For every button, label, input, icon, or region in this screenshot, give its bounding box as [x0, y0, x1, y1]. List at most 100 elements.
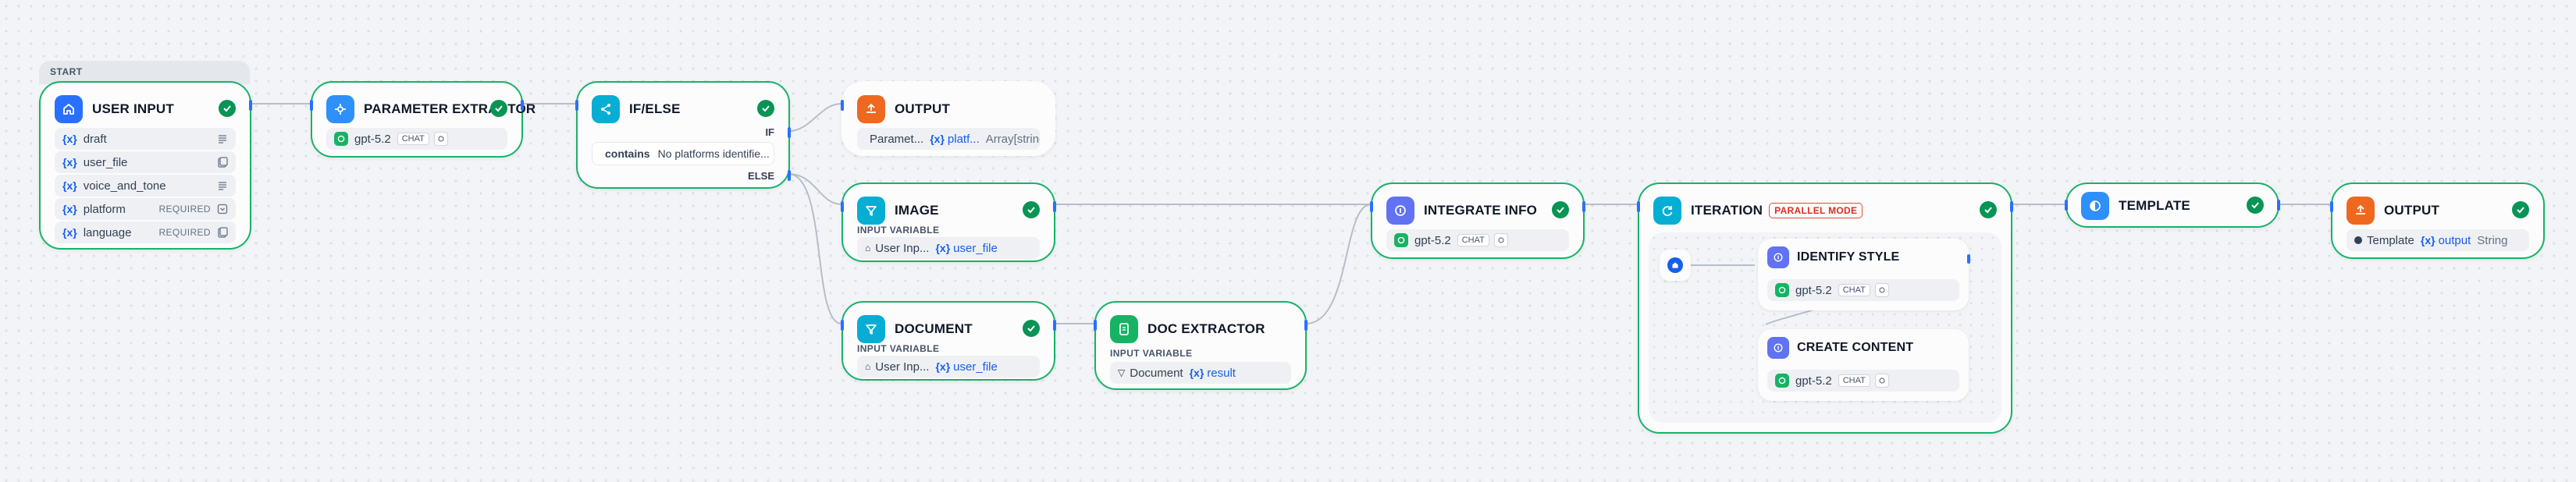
template-dot-icon [2354, 236, 2362, 244]
input-handle[interactable] [841, 100, 844, 111]
output-handle[interactable] [1053, 320, 1056, 331]
variable-marker: {x} [2420, 234, 2435, 246]
output-handle[interactable] [521, 100, 524, 111]
output-variable-row[interactable]: Template {x} output String [2347, 229, 2529, 251]
input-handle[interactable] [1094, 320, 1097, 331]
input-handle[interactable] [1370, 201, 1373, 212]
input-variable: user_file [953, 360, 998, 374]
model-row[interactable]: gpt-5.2 CHAT [326, 128, 507, 150]
output-variable: platf... [947, 132, 980, 146]
iteration-start[interactable] [1660, 250, 1691, 281]
settings-icon[interactable] [1493, 233, 1508, 247]
integrate-info-header: INTEGRATE INFO [1386, 195, 1569, 226]
success-check-icon [1980, 201, 1997, 218]
output-variable-row[interactable]: Paramet... {x} platf... Array[string] [857, 128, 1040, 150]
input-handle[interactable] [2065, 200, 2068, 211]
model-row[interactable]: gpt-5.2 CHAT [1767, 370, 1959, 392]
template-icon [2081, 192, 2109, 220]
create-content-node[interactable]: CREATE CONTENT gpt-5.2 CHAT [1758, 329, 1969, 401]
output-handle[interactable] [1967, 254, 1970, 264]
template-title: TEMPLATE [2119, 198, 2190, 213]
output-handle[interactable] [1053, 201, 1056, 212]
iteration-header: ITERATION PARALLEL MODE [1653, 195, 1997, 226]
output-handle[interactable] [2010, 201, 2013, 212]
input-handle[interactable] [310, 100, 313, 111]
edge-else-image [788, 173, 842, 205]
input-source: Document [1130, 366, 1183, 380]
input-variable-row[interactable]: ⌂ User Inp... {x} user_file [857, 356, 1040, 377]
output-node-final[interactable]: OUTPUT Template {x} output String [2330, 183, 2545, 259]
user-input-node[interactable]: USER INPUT {x} draft {x} user_file {x} v… [39, 81, 252, 250]
variable-name: user_file [83, 155, 128, 169]
condition-row[interactable]: contains No platforms identifie... [592, 142, 774, 165]
identify-style-header: IDENTIFY STYLE [1767, 246, 1899, 268]
else-label: ELSE [748, 170, 774, 182]
output-source: Paramet... [870, 132, 924, 146]
variable-row-draft[interactable]: {x} draft [55, 128, 236, 150]
if-else-header: IF/ELSE [592, 94, 774, 125]
input-handle[interactable] [1637, 201, 1640, 212]
input-handle[interactable] [575, 100, 578, 111]
model-name: gpt-5.2 [1795, 283, 1832, 297]
output-node-top[interactable]: OUTPUT Paramet... {x} platf... Array[str… [841, 81, 1055, 156]
iteration-canvas[interactable]: IDENTIFY STYLE gpt-5.2 CHAT CREATE CONTE… [1649, 232, 2001, 423]
identify-style-node[interactable]: IDENTIFY STYLE gpt-5.2 CHAT [1758, 239, 1970, 310]
extractor-icon [326, 95, 354, 123]
variable-row-platform[interactable]: {x} platform REQUIRED [55, 198, 236, 220]
output-handle[interactable] [2277, 200, 2280, 211]
template-node[interactable]: TEMPLATE [2065, 183, 2280, 228]
output-handle[interactable] [1304, 320, 1308, 331]
success-check-icon [1023, 320, 1040, 337]
settings-icon[interactable] [433, 132, 448, 146]
variable-row-user-file[interactable]: {x} user_file [55, 151, 236, 173]
input-variable-row[interactable]: ▽ Document {x} result [1110, 362, 1291, 384]
doc-extractor-icon [1110, 315, 1138, 343]
if-else-node[interactable]: IF/ELSE IF contains No platforms identif… [575, 81, 791, 189]
model-row[interactable]: gpt-5.2 CHAT [1386, 229, 1569, 251]
create-content-title: CREATE CONTENT [1797, 341, 1914, 354]
text-lines-icon [219, 182, 226, 190]
iteration-node[interactable]: ITERATION PARALLEL MODE IDENTIFY STYLE g… [1637, 183, 2013, 434]
document-node[interactable]: DOCUMENT INPUT VARIABLE ⌂ User Inp... {x… [841, 301, 1056, 381]
integrate-info-node[interactable]: INTEGRATE INFO gpt-5.2 CHAT [1370, 183, 1585, 259]
parallel-mode-badge: PARALLEL MODE [1769, 203, 1863, 218]
input-source: User Inp... [875, 360, 930, 374]
settings-icon[interactable] [1874, 374, 1889, 388]
variable-row-language[interactable]: {x} language REQUIRED [55, 222, 236, 243]
filter-icon [857, 197, 885, 225]
variable-marker: {x} [935, 242, 951, 254]
variable-marker: {x} [62, 203, 77, 215]
output-title: OUTPUT [895, 101, 951, 116]
parameter-extractor-node[interactable]: PARAMETER EXTRACTOR gpt-5.2 CHAT [310, 81, 535, 158]
output-handle[interactable] [1582, 201, 1585, 212]
if-else-title: IF/ELSE [629, 101, 681, 116]
output-handle[interactable] [249, 100, 252, 111]
user-input-header: USER INPUT [55, 94, 236, 125]
openai-icon [334, 132, 348, 146]
openai-icon [1775, 374, 1789, 388]
llm-icon [1386, 197, 1414, 225]
home-icon: ⌂ [865, 243, 871, 253]
home-icon [1667, 257, 1683, 273]
model-row[interactable]: gpt-5.2 CHAT [1767, 279, 1959, 301]
input-handle[interactable] [2330, 201, 2333, 212]
openai-icon [1394, 233, 1408, 247]
settings-icon[interactable] [1874, 283, 1889, 297]
image-node[interactable]: IMAGE INPUT VARIABLE ⌂ User Inp... {x} u… [841, 183, 1056, 262]
output-source: Template [2367, 233, 2414, 247]
integrate-info-title: INTEGRATE INFO [1424, 203, 1538, 218]
chat-tag: CHAT [1838, 284, 1870, 296]
output-variable: output [2438, 233, 2471, 247]
text-lines-icon [219, 135, 226, 144]
if-output-handle[interactable] [788, 127, 791, 138]
create-content-header: CREATE CONTENT [1767, 337, 1913, 359]
section-label: INPUT VARIABLE [857, 343, 940, 354]
variable-row-voice-and-tone[interactable]: {x} voice_and_tone [55, 175, 236, 197]
variable-marker: {x} [62, 226, 77, 239]
input-handle[interactable] [841, 201, 844, 212]
input-handle[interactable] [841, 320, 844, 331]
doc-extractor-node[interactable]: DOC EXTRACTOR INPUT VARIABLE ▽ Document … [1094, 301, 1308, 390]
user-input-title: USER INPUT [92, 101, 174, 116]
input-variable-row[interactable]: ⌂ User Inp... {x} user_file [857, 237, 1040, 259]
else-output-handle[interactable] [788, 170, 791, 181]
